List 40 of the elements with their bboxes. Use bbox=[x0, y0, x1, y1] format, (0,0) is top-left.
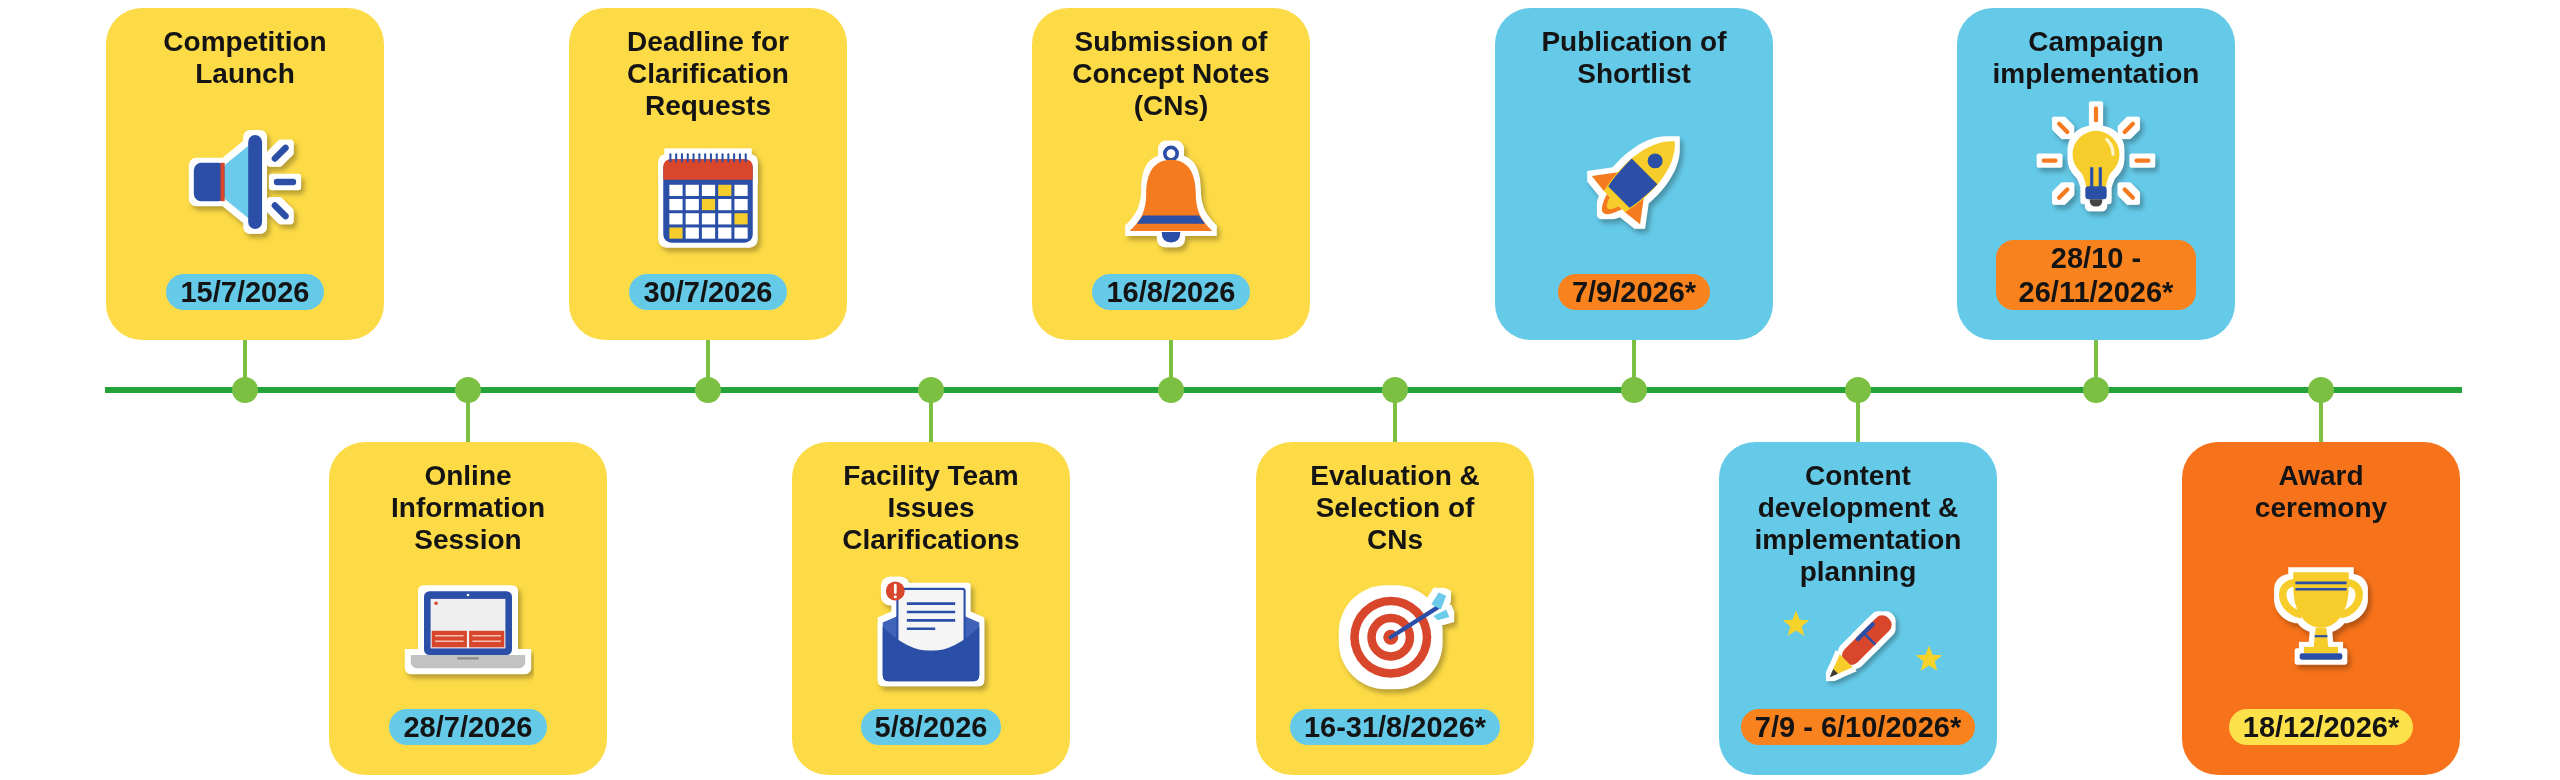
event-card bbox=[106, 8, 384, 340]
event-title: Evaluation & Selection of CNs bbox=[1309, 460, 1481, 556]
date-badge: 15/7/2026 bbox=[166, 274, 324, 310]
event-title: Publication of Shortlist bbox=[1540, 26, 1728, 90]
event-card bbox=[1719, 442, 1997, 775]
date-badge: 30/7/2026 bbox=[629, 274, 787, 310]
event-card bbox=[1032, 8, 1310, 340]
event-card bbox=[1957, 8, 2235, 340]
date-badge: 7/9/2026* bbox=[1557, 274, 1711, 310]
event-title: Facility Team Issues Clarifications bbox=[841, 460, 1021, 556]
date-badge: 18/12/2026* bbox=[2228, 709, 2414, 745]
timeline-connector bbox=[1382, 377, 1408, 442]
timeline-connector bbox=[2083, 340, 2109, 403]
event-card bbox=[1256, 442, 1534, 775]
event-title: Competition Launch bbox=[162, 26, 328, 90]
event-card bbox=[329, 442, 607, 775]
timeline-connector bbox=[918, 377, 944, 442]
event-title: Campaign implementation bbox=[1991, 26, 2201, 90]
timeline-connector bbox=[2308, 377, 2334, 442]
event-card bbox=[792, 442, 1070, 775]
date-badge: 16-31/8/2026* bbox=[1289, 709, 1501, 745]
timeline-connector bbox=[1845, 377, 1871, 442]
event-title: Deadline for Clarification Requests bbox=[626, 26, 790, 122]
timeline-connector bbox=[455, 377, 481, 442]
event-title: Content development & implementation planning bbox=[1753, 460, 1963, 588]
timeline-connector bbox=[232, 340, 258, 403]
event-card bbox=[569, 8, 847, 340]
timeline-connector bbox=[1158, 340, 1184, 403]
date-badge: 5/8/2026 bbox=[860, 709, 1002, 745]
event-card bbox=[1495, 8, 1773, 340]
date-badge: 7/9 - 6/10/2026* bbox=[1740, 709, 1976, 745]
date-badge: 28/7/2026 bbox=[389, 709, 547, 745]
event-title: Online Information Session bbox=[390, 460, 546, 556]
event-title: Award ceremony bbox=[2253, 460, 2389, 524]
event-title: Submission of Concept Notes (CNs) bbox=[1071, 26, 1271, 122]
timeline-connector bbox=[1621, 340, 1647, 403]
date-badge: 16/8/2026 bbox=[1092, 274, 1250, 310]
event-card bbox=[2182, 442, 2460, 775]
timeline-connector bbox=[695, 340, 721, 403]
date-badge: 28/10 - 26/11/2026* bbox=[1996, 240, 2196, 310]
